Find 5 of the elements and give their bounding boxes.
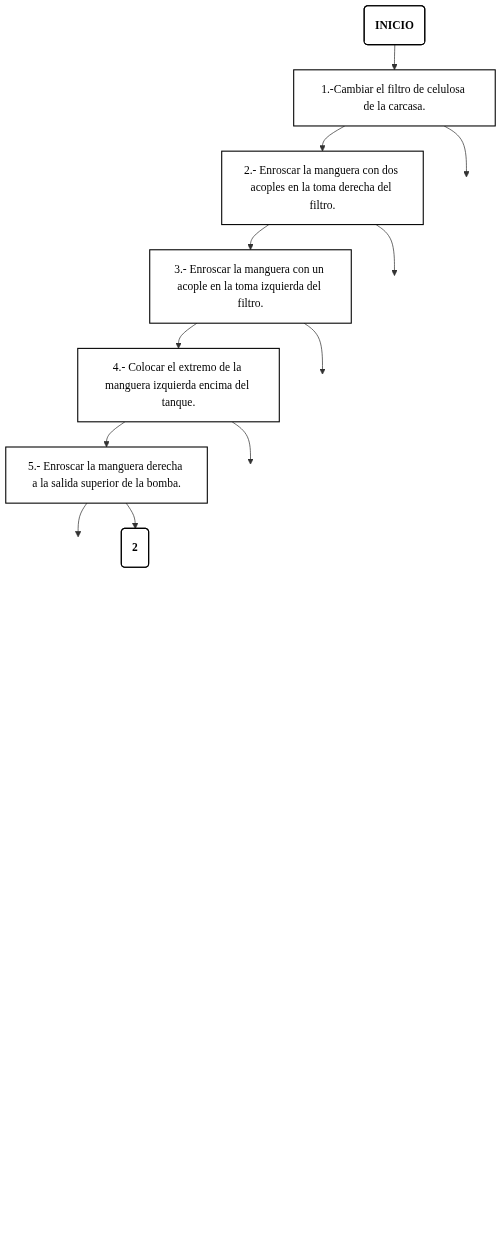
node-box: 2.- Enroscar la manguera con dos acoples en la toma derecha del filtro.: [221, 150, 424, 226]
node-box: 5.- Enroscar la manguera derecha a la salida superior de la bomba.: [5, 446, 208, 504]
node-box: 3.- Enroscar la manguera con un acople en la toma izquierda del filtro.: [149, 249, 352, 324]
node-box: 4.- Colocar el extremo de la manguera izquierda encima del tanque.: [77, 347, 280, 423]
node-box: 1.-Cambiar el filtro de celulosa de la carcasa.: [293, 69, 496, 127]
